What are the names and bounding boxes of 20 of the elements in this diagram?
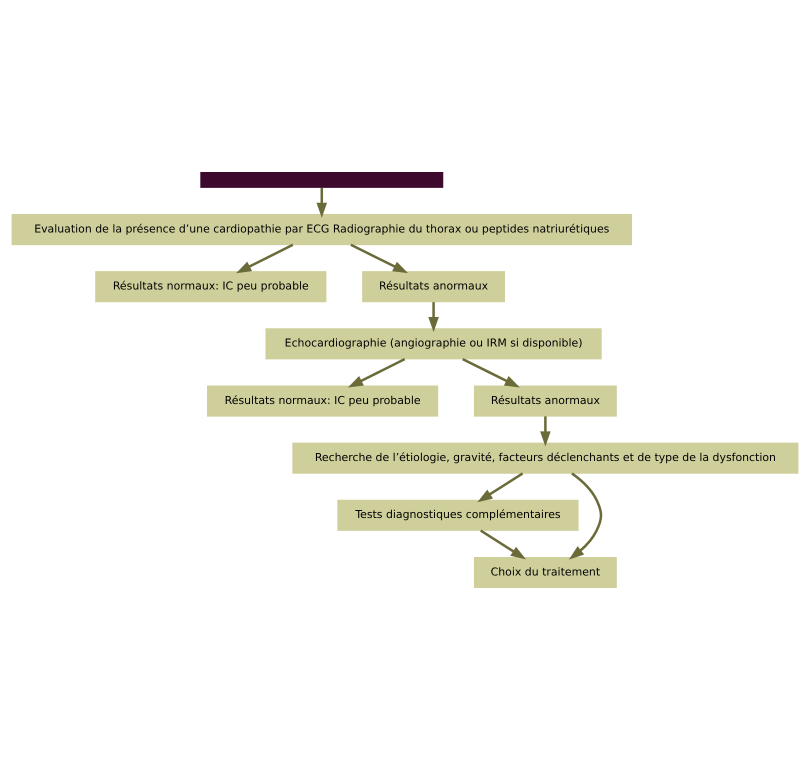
arrow: [350, 244, 408, 274]
arrow: [480, 530, 526, 560]
node-bar: [200, 172, 444, 188]
node-box: Choix du traitement: [474, 556, 617, 588]
arrow: [428, 302, 439, 332]
arrow: [348, 358, 406, 388]
arrow: [316, 188, 328, 218]
node-box: Résultats normaux: IC peu probable: [95, 271, 326, 302]
node-box: Résultats anormaux: [474, 385, 617, 417]
node-box: Echocardiographie (angiographie ou IRM si disponible): [265, 328, 602, 360]
arrow: [540, 416, 551, 446]
node-box: Résultats anormaux: [362, 271, 506, 302]
node-box: Résultats normaux: IC peu probable: [207, 385, 438, 417]
node-box: Recherche de l’étiologie, gravité, facteurs déclenchants et de type de la dysfonction: [292, 442, 798, 474]
arrow: [462, 358, 520, 388]
arrow: [236, 244, 294, 274]
node-box: Tests diagnostiques complémentaires: [337, 500, 579, 531]
node-box: Evaluation de la présence d’une cardiopathie par ECG Radiographie du thorax ou peptides natriurétiques: [12, 214, 632, 246]
arrow: [568, 472, 602, 560]
arrow: [477, 472, 524, 502]
